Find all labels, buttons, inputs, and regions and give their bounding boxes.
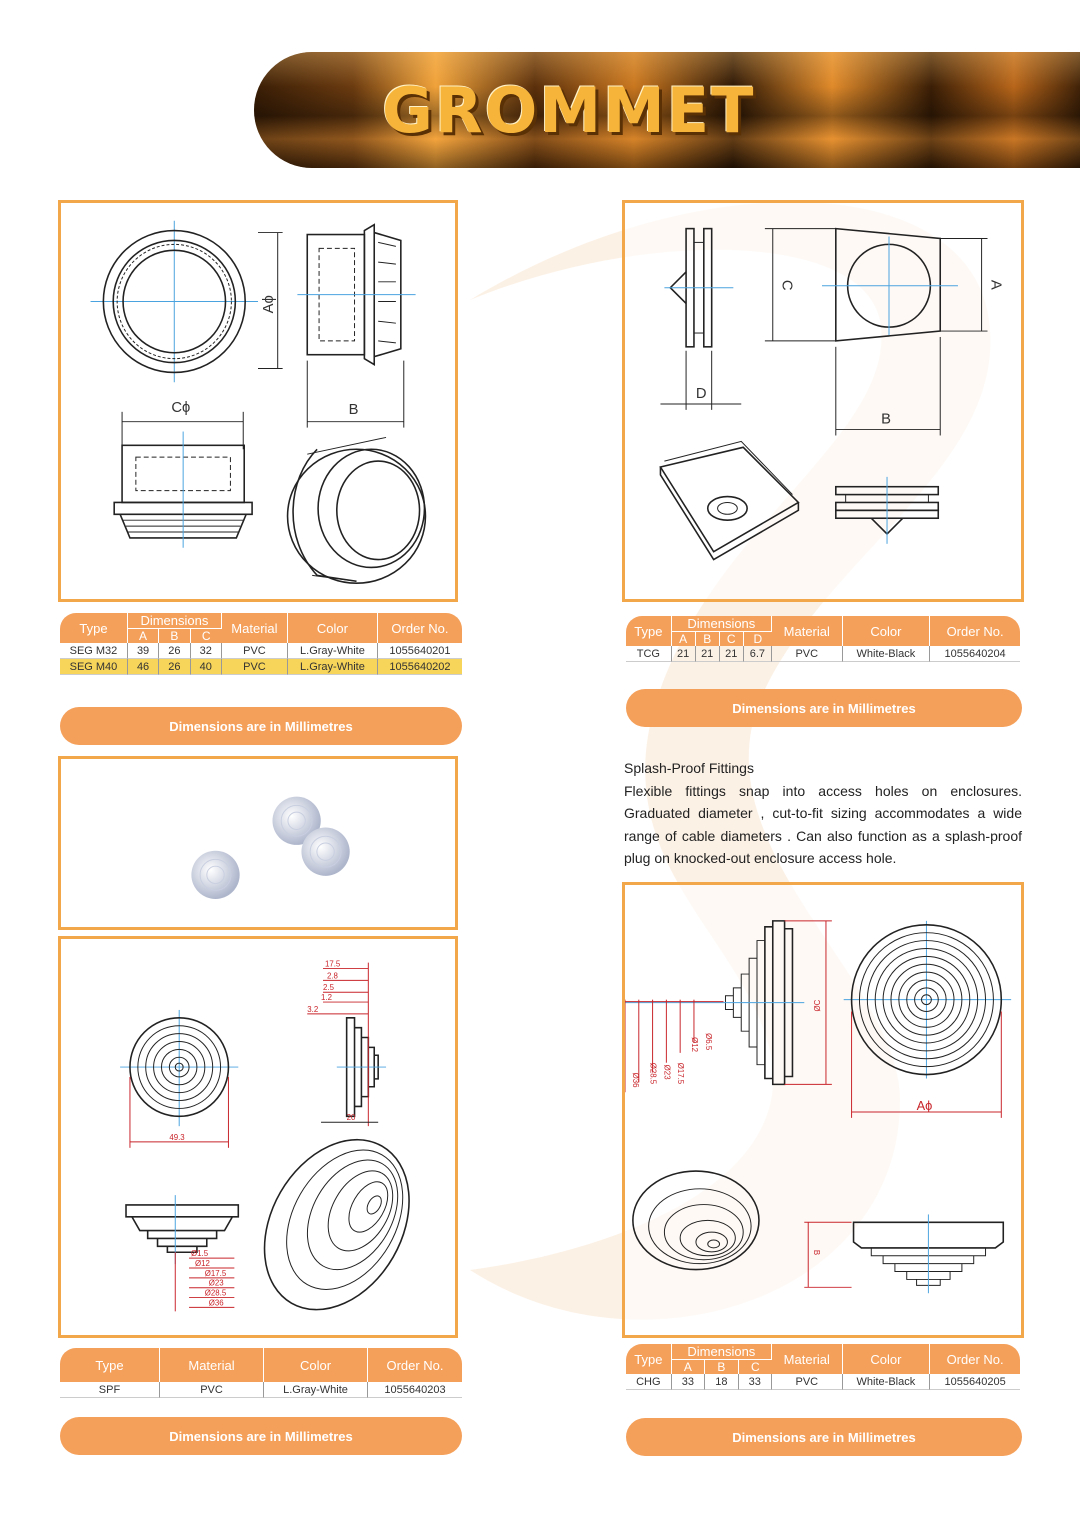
seg-col-order: Order No.: [377, 613, 462, 643]
tcg-col-type: Type: [626, 616, 672, 646]
spf-label-e1: Ø1.5: [191, 1249, 209, 1258]
spf-units-note: Dimensions are in Millimetres: [60, 1417, 462, 1455]
spf-col-type: Type: [60, 1348, 160, 1382]
chg-drawing-panel: ØC Ø6.5 Ø12 Ø17.5 Ø23 Ø28.5 Ø36 Aϕ B: [622, 882, 1024, 1338]
splash-proof-body: Flexible fittings snap into access holes…: [624, 782, 1022, 867]
seg-col-c: C: [190, 628, 222, 643]
chg-col-dimensions: Dimensions: [671, 1344, 773, 1359]
product-photo-panel: [58, 756, 458, 930]
tcg-label-a: A: [987, 280, 1003, 290]
seg-col-a: A: [127, 628, 160, 643]
spf-label-h: 20: [347, 1113, 356, 1122]
tcg-col-b: B: [695, 631, 720, 646]
seg-col-color: Color: [287, 613, 378, 643]
chg-label-d4: Ø23: [662, 1065, 671, 1081]
spf-label-d1: 17.5: [325, 960, 341, 969]
tcg-col-material: Material: [772, 616, 843, 646]
spf-label-d3: 2.5: [323, 983, 335, 992]
tcg-col-a: A: [671, 631, 696, 646]
tcg-col-d: D: [743, 631, 773, 646]
chg-col-color: Color: [842, 1344, 931, 1374]
chg-technical-drawing: ØC Ø6.5 Ø12 Ø17.5 Ø23 Ø28.5 Ø36 Aϕ B: [625, 920, 1012, 1294]
chg-col-a: A: [671, 1359, 706, 1374]
grommet-photo-item: [301, 827, 350, 876]
chg-col-order: Order No.: [930, 1344, 1020, 1374]
grommet-photo: [191, 796, 350, 899]
chg-label-d3: Ø17.5: [676, 1063, 685, 1085]
spf-label-d4: 1.2: [321, 993, 332, 1002]
spf-label-e6: Ø36: [209, 1298, 225, 1307]
tcg-col-c: C: [719, 631, 744, 646]
seg-label-c: Cϕ: [171, 400, 190, 416]
spf-label-d5: 3.2: [307, 1005, 318, 1014]
seg-col-material: Material: [221, 613, 288, 643]
chg-units-note: Dimensions are in Millimetres: [626, 1418, 1022, 1456]
spf-col-color: Color: [264, 1348, 368, 1382]
spf-technical-drawing: 49.3 17.5 2.8 2.5 1.2 3.2 20 Ø1.5 Ø12 Ø1…: [120, 960, 410, 1312]
spf-label-e2: Ø12: [195, 1259, 210, 1268]
spf-col-material: Material: [160, 1348, 264, 1382]
tcg-spec-table: Type Dimensions Material Color Order No.…: [626, 616, 1020, 662]
page-title: GROMMET: [382, 74, 756, 147]
chg-label-a: Aϕ: [917, 1098, 933, 1113]
tcg-technical-drawing: D C A B: [659, 227, 1003, 561]
tcg-col-color: Color: [842, 616, 931, 646]
tcg-units-note: Dimensions are in Millimetres: [626, 689, 1022, 727]
seg-label-b: B: [349, 402, 359, 418]
spf-drawing-panel: 49.3 17.5 2.8 2.5 1.2 3.2 20 Ø1.5 Ø12 Ø1…: [58, 936, 458, 1338]
seg-label-a: Aϕ: [261, 295, 277, 313]
tcg-label-b: B: [881, 412, 891, 428]
tcg-col-dimensions: Dimensions: [671, 616, 773, 631]
chg-col-type: Type: [626, 1344, 672, 1374]
spf-col-order: Order No.: [368, 1348, 462, 1382]
spf-label-e3: Ø17.5: [205, 1269, 227, 1278]
chg-col-material: Material: [772, 1344, 843, 1374]
tcg-label-c: C: [779, 280, 795, 291]
spf-label-e5: Ø28.5: [205, 1289, 227, 1298]
tcg-drawing-panel: D C A B: [622, 200, 1024, 602]
grommet-photo-item: [272, 796, 321, 845]
title-banner: GROMMET: [254, 52, 1080, 168]
chg-label-d5: Ø28.5: [649, 1063, 658, 1085]
seg-col-b: B: [159, 628, 191, 643]
grommet-photo-item: [191, 850, 240, 899]
chg-label-c: ØC: [813, 999, 822, 1011]
splash-proof-title: Splash-Proof Fittings: [624, 760, 754, 776]
chg-label-d2: Ø12: [690, 1037, 699, 1052]
seg-spec-table: Type Dimensions Material Color Order No.…: [60, 613, 462, 675]
spf-label-d2: 2.8: [327, 971, 339, 980]
spf-label-w: 49.3: [169, 1133, 185, 1142]
seg-col-type: Type: [60, 613, 128, 643]
spf-label-e4: Ø23: [209, 1279, 225, 1288]
seg-technical-drawing: Aϕ B Cϕ: [90, 220, 427, 585]
seg-col-dimensions: Dimensions: [127, 613, 222, 628]
tcg-col-order: Order No.: [930, 616, 1020, 646]
chg-col-c: C: [738, 1359, 773, 1374]
tcg-label-d: D: [696, 386, 707, 402]
chg-spec-table: Type Dimensions Material Color Order No.…: [626, 1344, 1020, 1390]
splash-proof-description: Splash-Proof Fittings Flexible fittings …: [624, 757, 1022, 870]
seg-drawing-panel: Aϕ B Cϕ: [58, 200, 458, 602]
seg-units-note: Dimensions are in Millimetres: [60, 707, 462, 745]
chg-label-d1: Ø6.5: [704, 1033, 713, 1051]
chg-col-b: B: [705, 1359, 739, 1374]
chg-label-d6: Ø36: [631, 1073, 640, 1089]
chg-label-b: B: [812, 1250, 821, 1255]
